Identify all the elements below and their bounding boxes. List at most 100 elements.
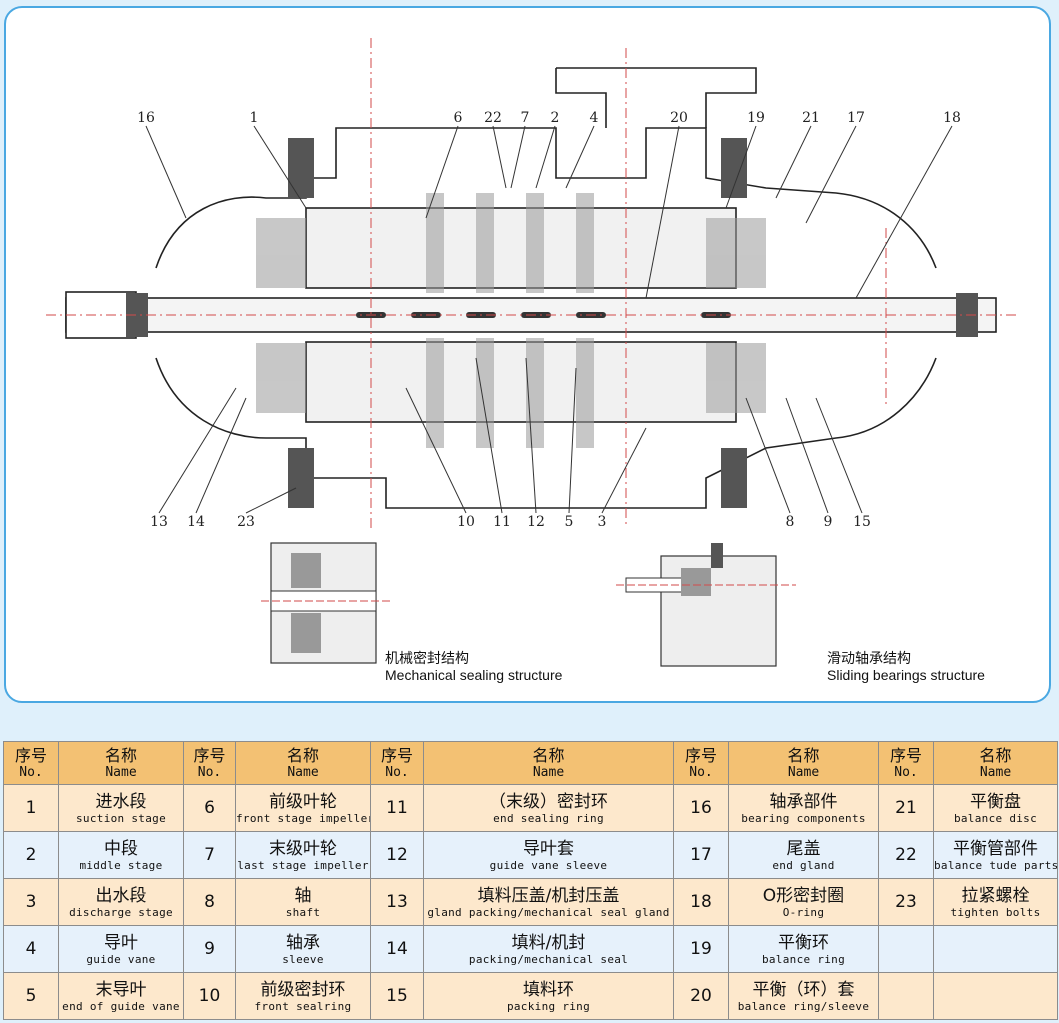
part-number-cell: 22 [878, 831, 934, 879]
part-name-cell [933, 925, 1058, 973]
part-name-cn: 中段 [104, 838, 138, 859]
part-number-cell: 18 [673, 878, 729, 926]
part-name-cn: 轴 [294, 885, 312, 906]
part-name-en: balance disc [953, 811, 1038, 825]
header-name-en: Name [105, 764, 137, 780]
part-name-en: front stage impeller [236, 811, 371, 825]
inset-caption-en: Sliding bearings structure [827, 667, 985, 683]
callout-number: 15 [853, 514, 871, 530]
part-name-cn: 平衡管部件 [953, 838, 1038, 859]
part-name-cn: 轴承部件 [769, 791, 838, 812]
part-number: 18 [690, 892, 712, 912]
part-name-en: shaft [285, 905, 321, 919]
part-name-en: balance ring/sleeve [737, 999, 870, 1013]
part-name-cell [933, 972, 1058, 1020]
sliding-bearings-caption: 滑动轴承结构 Sliding bearings structure [827, 650, 985, 684]
part-number-cell: 8 [183, 878, 236, 926]
header-name-en: Name [287, 764, 319, 780]
part-number: 3 [25, 892, 37, 912]
header-name-cn: 名称 [104, 745, 137, 765]
part-number: 17 [690, 845, 712, 865]
part-number-cell: 17 [673, 831, 729, 879]
part-name-en: balance tude parts [934, 858, 1058, 872]
part-number: 1 [25, 798, 37, 818]
part-number: 13 [386, 892, 408, 912]
callout-number: 2 [551, 110, 560, 126]
inset-caption-cn: 滑动轴承结构 [827, 650, 911, 666]
part-number: 20 [690, 986, 712, 1006]
part-name-en: balance ring [761, 952, 846, 966]
callout-number: 22 [484, 110, 502, 126]
part-name-en: discharge stage [69, 905, 173, 919]
part-number: 4 [25, 939, 37, 959]
part-name-cn: 进水段 [95, 791, 147, 812]
part-name-en: guide vane [86, 952, 156, 966]
header-no-cn: 序号 [193, 745, 226, 765]
part-name-en: last stage impeller [237, 858, 369, 872]
part-name-cn: O形密封圈 [762, 885, 845, 906]
part-name-cn: 末导叶 [95, 979, 147, 1000]
part-number-cell [878, 972, 934, 1020]
part-name-en: end of guide vane [62, 999, 180, 1013]
header-no-en: No. [197, 764, 222, 780]
part-number-cell: 12 [370, 831, 424, 879]
callout-number: 16 [137, 110, 155, 126]
callout-number: 14 [187, 514, 205, 530]
part-name-en: packing/mechanical seal [468, 952, 629, 966]
part-number-cell: 11 [370, 784, 424, 832]
part-number-cell: 1 [3, 784, 59, 832]
part-number-cell [878, 925, 934, 973]
part-name-en: front sealring [254, 999, 352, 1013]
callout-number: 7 [521, 110, 530, 126]
header-name-cn: 名称 [787, 745, 820, 765]
callout-number: 1 [250, 110, 259, 126]
part-name-cn: 尾盖 [786, 838, 821, 859]
part-name-en: gland packing/mechanical seal gland [427, 905, 670, 919]
part-number: 6 [204, 798, 215, 818]
part-number: 7 [204, 845, 215, 865]
part-number-cell: 21 [878, 784, 934, 832]
part-name-en: sleeve [282, 952, 324, 966]
part-number: 22 [895, 845, 917, 865]
part-name-cn: 轴承 [286, 932, 320, 953]
part-name-cn: 出水段 [95, 885, 147, 906]
part-number: 11 [386, 798, 408, 818]
callout-number: 20 [670, 110, 688, 126]
part-number-cell: 13 [370, 878, 424, 926]
callout-number: 12 [527, 514, 545, 530]
part-number: 14 [386, 939, 408, 959]
callout-number: 18 [943, 110, 961, 126]
header-name-cn: 名称 [979, 745, 1012, 765]
header-name-cn: 名称 [532, 745, 565, 765]
header-no-cn: 序号 [14, 745, 47, 765]
callout-number: 17 [847, 110, 865, 126]
part-number-cell: 15 [370, 972, 424, 1020]
part-number: 19 [690, 939, 712, 959]
part-name-en: middle stage [79, 858, 163, 872]
part-number-cell: 7 [183, 831, 236, 879]
